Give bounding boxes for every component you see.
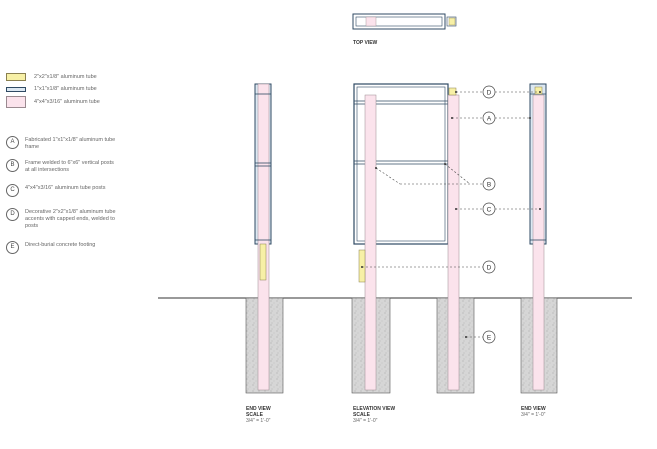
top-view-label: TOP VIEW	[353, 40, 378, 46]
callout-e: E	[482, 330, 496, 344]
end-view-left-post	[257, 83, 270, 391]
legend-label: 1"x1"x1/8" aluminum tube	[34, 86, 97, 92]
top-view-frame-inner	[355, 16, 443, 27]
callout-a-letter: A	[487, 115, 492, 122]
legend-swatch-yellow	[6, 73, 26, 81]
note-a: A Fabricated 1"x1"x1/8" aluminum tube fr…	[6, 136, 117, 151]
legend-label: 4"x4"x3/16" aluminum tube	[34, 99, 100, 105]
elevation-post-right	[447, 94, 460, 391]
caption-title: ELEVATION VIEW	[353, 406, 396, 412]
note-letter: C	[6, 184, 19, 197]
note-letter: A	[6, 136, 19, 149]
end-view-right-post	[532, 94, 545, 391]
end-view-left-accent	[259, 243, 267, 281]
note-text: Direct-burial concrete footing	[25, 242, 96, 248]
note-e: E Direct-burial concrete footing	[6, 241, 117, 254]
end-view-left	[254, 83, 272, 391]
legend-item-4x4: 4"x4"x3/16" aluminum tube	[6, 96, 100, 108]
end-view-right-accent	[534, 86, 543, 95]
caption-end-view-left: END VIEW SCALE 3/4" = 1'-0"	[246, 406, 271, 424]
caption-scale: 3/4" = 1'-0"	[246, 418, 271, 424]
caption-end-view-right: END VIEW 3/4" = 1'-0"	[521, 406, 546, 418]
callout-a: A	[482, 111, 496, 125]
caption-scale-label: SCALE	[246, 412, 263, 418]
callout-d-bottom-letter: D	[487, 264, 492, 271]
callout-b-letter: B	[487, 181, 491, 188]
elevation-post-left	[364, 94, 377, 391]
caption-scale-label: SCALE	[353, 412, 370, 418]
top-view-accent	[448, 17, 456, 26]
callout-b: B	[482, 177, 496, 191]
legend-item-2x2: 2"x2"x1/8" aluminum tube	[6, 73, 97, 81]
legend-label: 2"x2"x1/8" aluminum tube	[34, 74, 97, 80]
callout-leaders	[362, 91, 540, 338]
note-text: Frame welded to 6"x6" vertical posts at …	[25, 160, 114, 173]
callout-c: C	[482, 202, 496, 216]
legend-swatch-blue	[6, 86, 26, 92]
callout-d-top: D	[482, 85, 496, 99]
legend-swatch-pink	[6, 96, 26, 108]
callout-arrow-dots	[361, 91, 541, 338]
top-view-post	[365, 16, 377, 27]
caption-title: END VIEW	[246, 406, 271, 412]
callout-d-top-letter: D	[487, 89, 492, 96]
caption-scale: 3/4" = 1'-0"	[521, 412, 546, 418]
caption-elevation-view: ELEVATION VIEW SCALE 3/4" = 1'-0"	[353, 406, 395, 424]
elevation-accent-right	[448, 87, 457, 96]
top-view	[352, 13, 457, 30]
caption-scale: 3/4" = 1'-0"	[353, 418, 378, 424]
note-b: B Frame welded to 6"x6" vertical posts a…	[6, 159, 117, 174]
note-letter: E	[6, 241, 19, 254]
callout-e-letter: E	[487, 334, 492, 341]
elevation-view	[353, 83, 460, 391]
note-text: Fabricated 1"x1"x1/8" aluminum tube fram…	[25, 137, 116, 150]
callout-d-bottom: D	[482, 260, 496, 274]
note-letter: B	[6, 159, 19, 172]
callout-bubbles: D A B C D E	[482, 85, 496, 344]
note-letter: D	[6, 208, 19, 221]
note-c: C 4"x4"x3/16" aluminum tube posts	[6, 184, 117, 197]
end-view-right	[529, 83, 547, 391]
note-text: 4"x4"x3/16" aluminum tube posts	[25, 185, 106, 191]
callout-c-letter: C	[487, 206, 492, 213]
note-d: D Decorative 2"x2"x1/8" aluminum tube ac…	[6, 208, 117, 230]
caption-title: END VIEW	[521, 406, 546, 412]
note-text: Decorative 2"x2"x1/8" aluminum tube acce…	[25, 209, 116, 229]
legend-item-1x1: 1"x1"x1/8" aluminum tube	[6, 86, 97, 92]
